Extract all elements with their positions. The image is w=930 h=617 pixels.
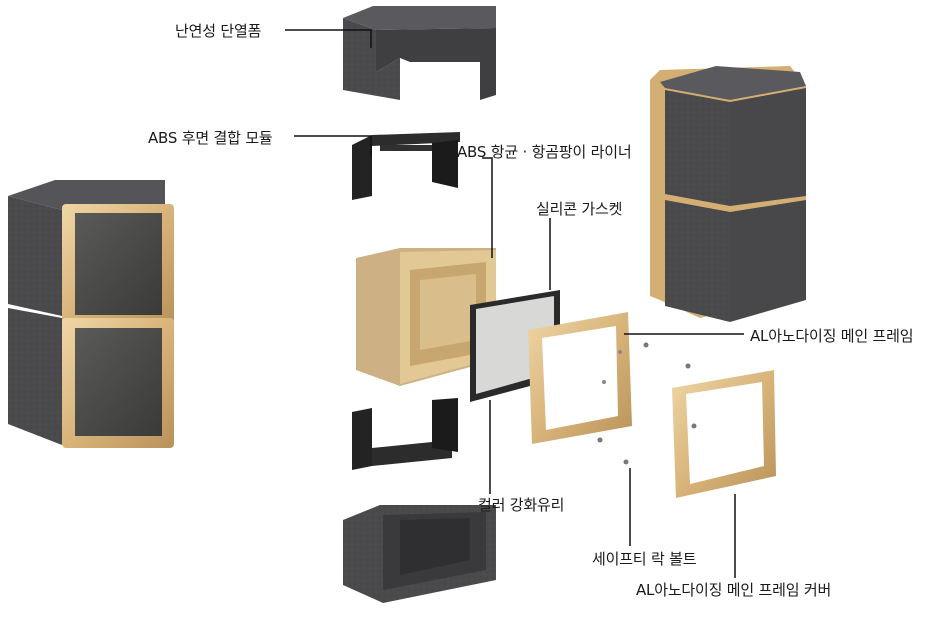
bolt-3 [597, 437, 603, 443]
label-silicone-gasket: 실리콘 가스켓 [536, 200, 623, 218]
foam-top-surface [343, 6, 496, 30]
label-al-frame-cover: AL아노다이징 메인 프레임 커버 [636, 581, 832, 599]
leader-abs-module [294, 135, 372, 156]
label-abs-module: ABS 후면 결합 모듈 [148, 129, 273, 147]
bottom-foam-tray [343, 505, 496, 603]
bolt-4 [623, 459, 629, 465]
left-bottom-side [8, 308, 62, 445]
foam-left-face [343, 18, 400, 100]
leader-abs-liner [482, 157, 493, 258]
label-al-main-frame: AL아노다이징 메인 프레임 [750, 327, 914, 345]
abs-rear-module-top [352, 132, 460, 200]
foam-front-face [376, 28, 496, 100]
insulation-foam-part [343, 6, 496, 100]
al-main-frame-part [528, 312, 632, 444]
label-safety-bolt: 세이프티 락 볼트 [592, 550, 697, 568]
label-abs-liner: ABS 항균 · 항곰팡이 라이너 [457, 143, 632, 161]
left-top-lid [8, 180, 165, 210]
leader-insulation [285, 29, 372, 48]
assembled-unit-left [8, 180, 174, 448]
leader-lines [285, 29, 744, 578]
bolt-1 [643, 342, 649, 348]
safety-bolts [597, 342, 697, 465]
left-upper-glass [75, 213, 162, 315]
assembled-unit-right [650, 66, 806, 322]
bolt-5 [691, 423, 697, 429]
label-insulation: 난연성 단열폼 [175, 22, 262, 40]
left-lower-glass [75, 328, 162, 436]
label-color-glass: 컬러 강화유리 [478, 496, 565, 514]
bolt-2 [685, 363, 691, 369]
left-top-side [8, 196, 62, 316]
abs-rear-module-bottom [352, 398, 458, 470]
al-frame-cover-part [672, 370, 776, 498]
